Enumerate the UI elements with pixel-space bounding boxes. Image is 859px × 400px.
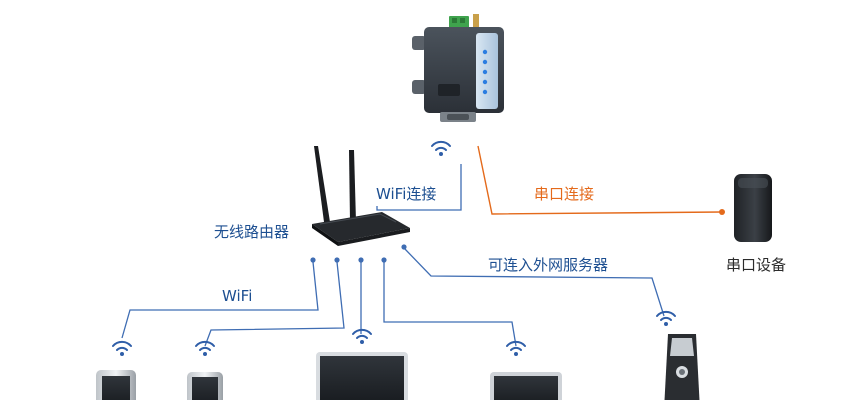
wifi-link-label: WiFi连接 (376, 185, 437, 203)
wifi-link-line (376, 164, 462, 211)
wireless-router-icon (312, 146, 410, 246)
connection-dots (310, 244, 407, 263)
router-label: 无线路由器 (214, 223, 290, 241)
wifi-label: WiFi (222, 287, 253, 305)
wifi-signal-icon (112, 340, 132, 356)
internet-server-label: 可连入外网服务器 (488, 256, 609, 274)
serial-device-icon (734, 174, 772, 242)
wifi-signal-icon (431, 140, 451, 156)
serial-link-label: 串口连接 (534, 185, 595, 203)
monitor-device-icon (316, 352, 408, 400)
serial-link-line (477, 145, 725, 215)
tablet-device-icon (96, 370, 136, 400)
router-client-lines (121, 247, 665, 347)
tablet-device-icon (187, 372, 223, 400)
wifi-signal-icon (656, 310, 676, 326)
wifi-signal-icon (195, 340, 215, 356)
wifi-signal-icon (352, 328, 372, 344)
wifi-signal-icon (506, 340, 526, 356)
laptop-device-icon (490, 372, 562, 400)
serial-wifi-converter-icon (412, 14, 504, 122)
server-device-icon (664, 334, 700, 400)
serial-device-label: 串口设备 (726, 256, 787, 274)
